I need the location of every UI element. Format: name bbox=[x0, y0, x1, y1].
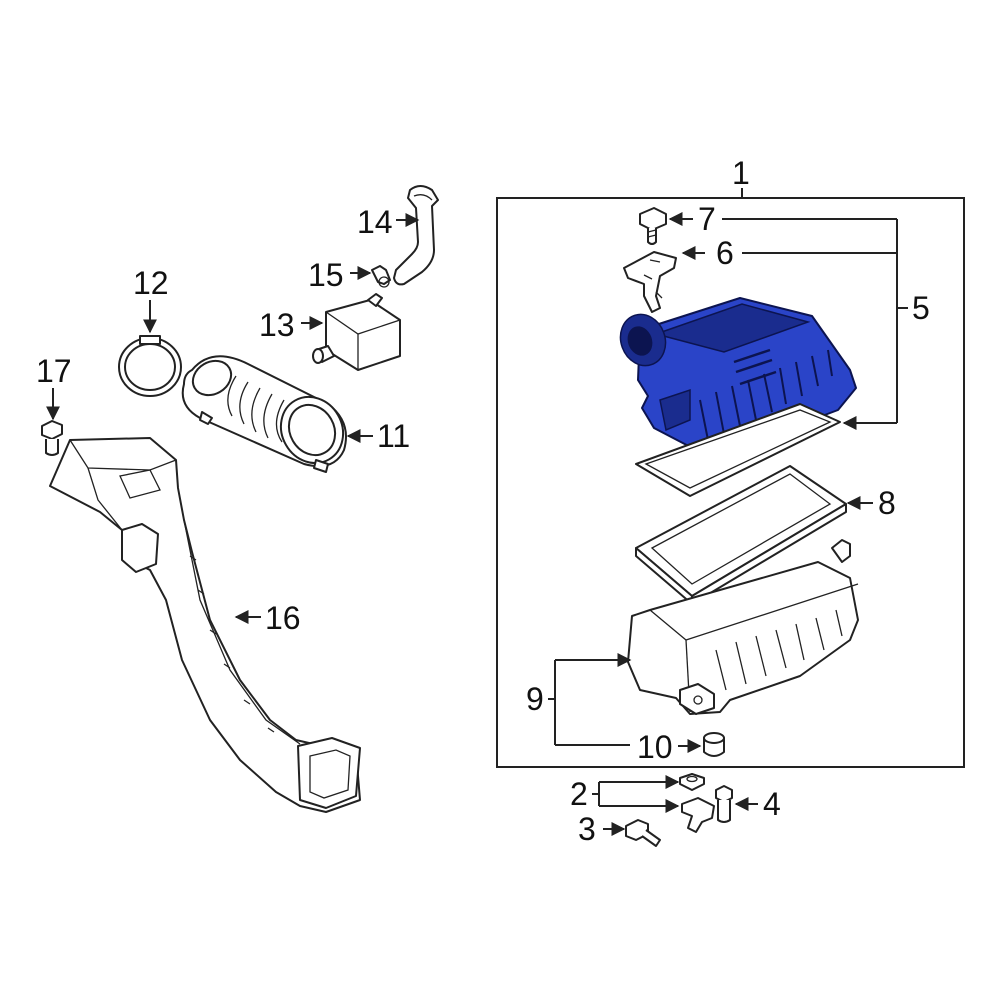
part-14-hose[interactable] bbox=[393, 185, 439, 286]
part-12-clamp[interactable] bbox=[118, 335, 182, 397]
part-2-grommet[interactable] bbox=[679, 773, 705, 791]
part-17-bolt[interactable] bbox=[41, 420, 63, 456]
assembly-box bbox=[496, 197, 965, 768]
part-9-lower-housing[interactable] bbox=[627, 539, 859, 715]
part-7-bolt[interactable] bbox=[639, 207, 667, 245]
callout-1[interactable]: 1 bbox=[732, 155, 750, 191]
callout-6[interactable]: 6 bbox=[716, 235, 734, 271]
callout-15[interactable]: 15 bbox=[308, 257, 344, 293]
part-5-gasket bbox=[635, 403, 841, 497]
callout-9[interactable]: 9 bbox=[526, 681, 544, 717]
callout-17[interactable]: 17 bbox=[36, 353, 72, 389]
part-6-bracket[interactable] bbox=[623, 251, 677, 313]
part-4-bolt[interactable] bbox=[715, 785, 733, 823]
callout-12[interactable]: 12 bbox=[133, 265, 169, 301]
part-13-resonator[interactable] bbox=[312, 293, 401, 371]
part-3-bolt[interactable] bbox=[625, 819, 661, 847]
callout-13[interactable]: 13 bbox=[259, 307, 295, 343]
callout-5[interactable]: 5 bbox=[912, 290, 930, 326]
part-8-filter-element[interactable] bbox=[635, 465, 847, 605]
callout-4[interactable]: 4 bbox=[763, 786, 781, 822]
callout-14[interactable]: 14 bbox=[357, 204, 393, 240]
callout-7[interactable]: 7 bbox=[698, 201, 716, 237]
callout-3[interactable]: 3 bbox=[578, 811, 596, 847]
callout-16[interactable]: 16 bbox=[265, 600, 301, 636]
callout-11[interactable]: 11 bbox=[377, 418, 410, 454]
part-16-inlet-duct[interactable] bbox=[49, 437, 361, 813]
part-2-bracket[interactable] bbox=[681, 797, 715, 833]
part-11-intake-hose[interactable] bbox=[181, 354, 355, 474]
callout-2[interactable]: 2 bbox=[570, 776, 588, 812]
part-10-grommet[interactable] bbox=[703, 732, 725, 757]
callout-10[interactable]: 10 bbox=[637, 729, 673, 765]
callout-8[interactable]: 8 bbox=[878, 485, 896, 521]
part-15-clip[interactable] bbox=[371, 265, 391, 288]
